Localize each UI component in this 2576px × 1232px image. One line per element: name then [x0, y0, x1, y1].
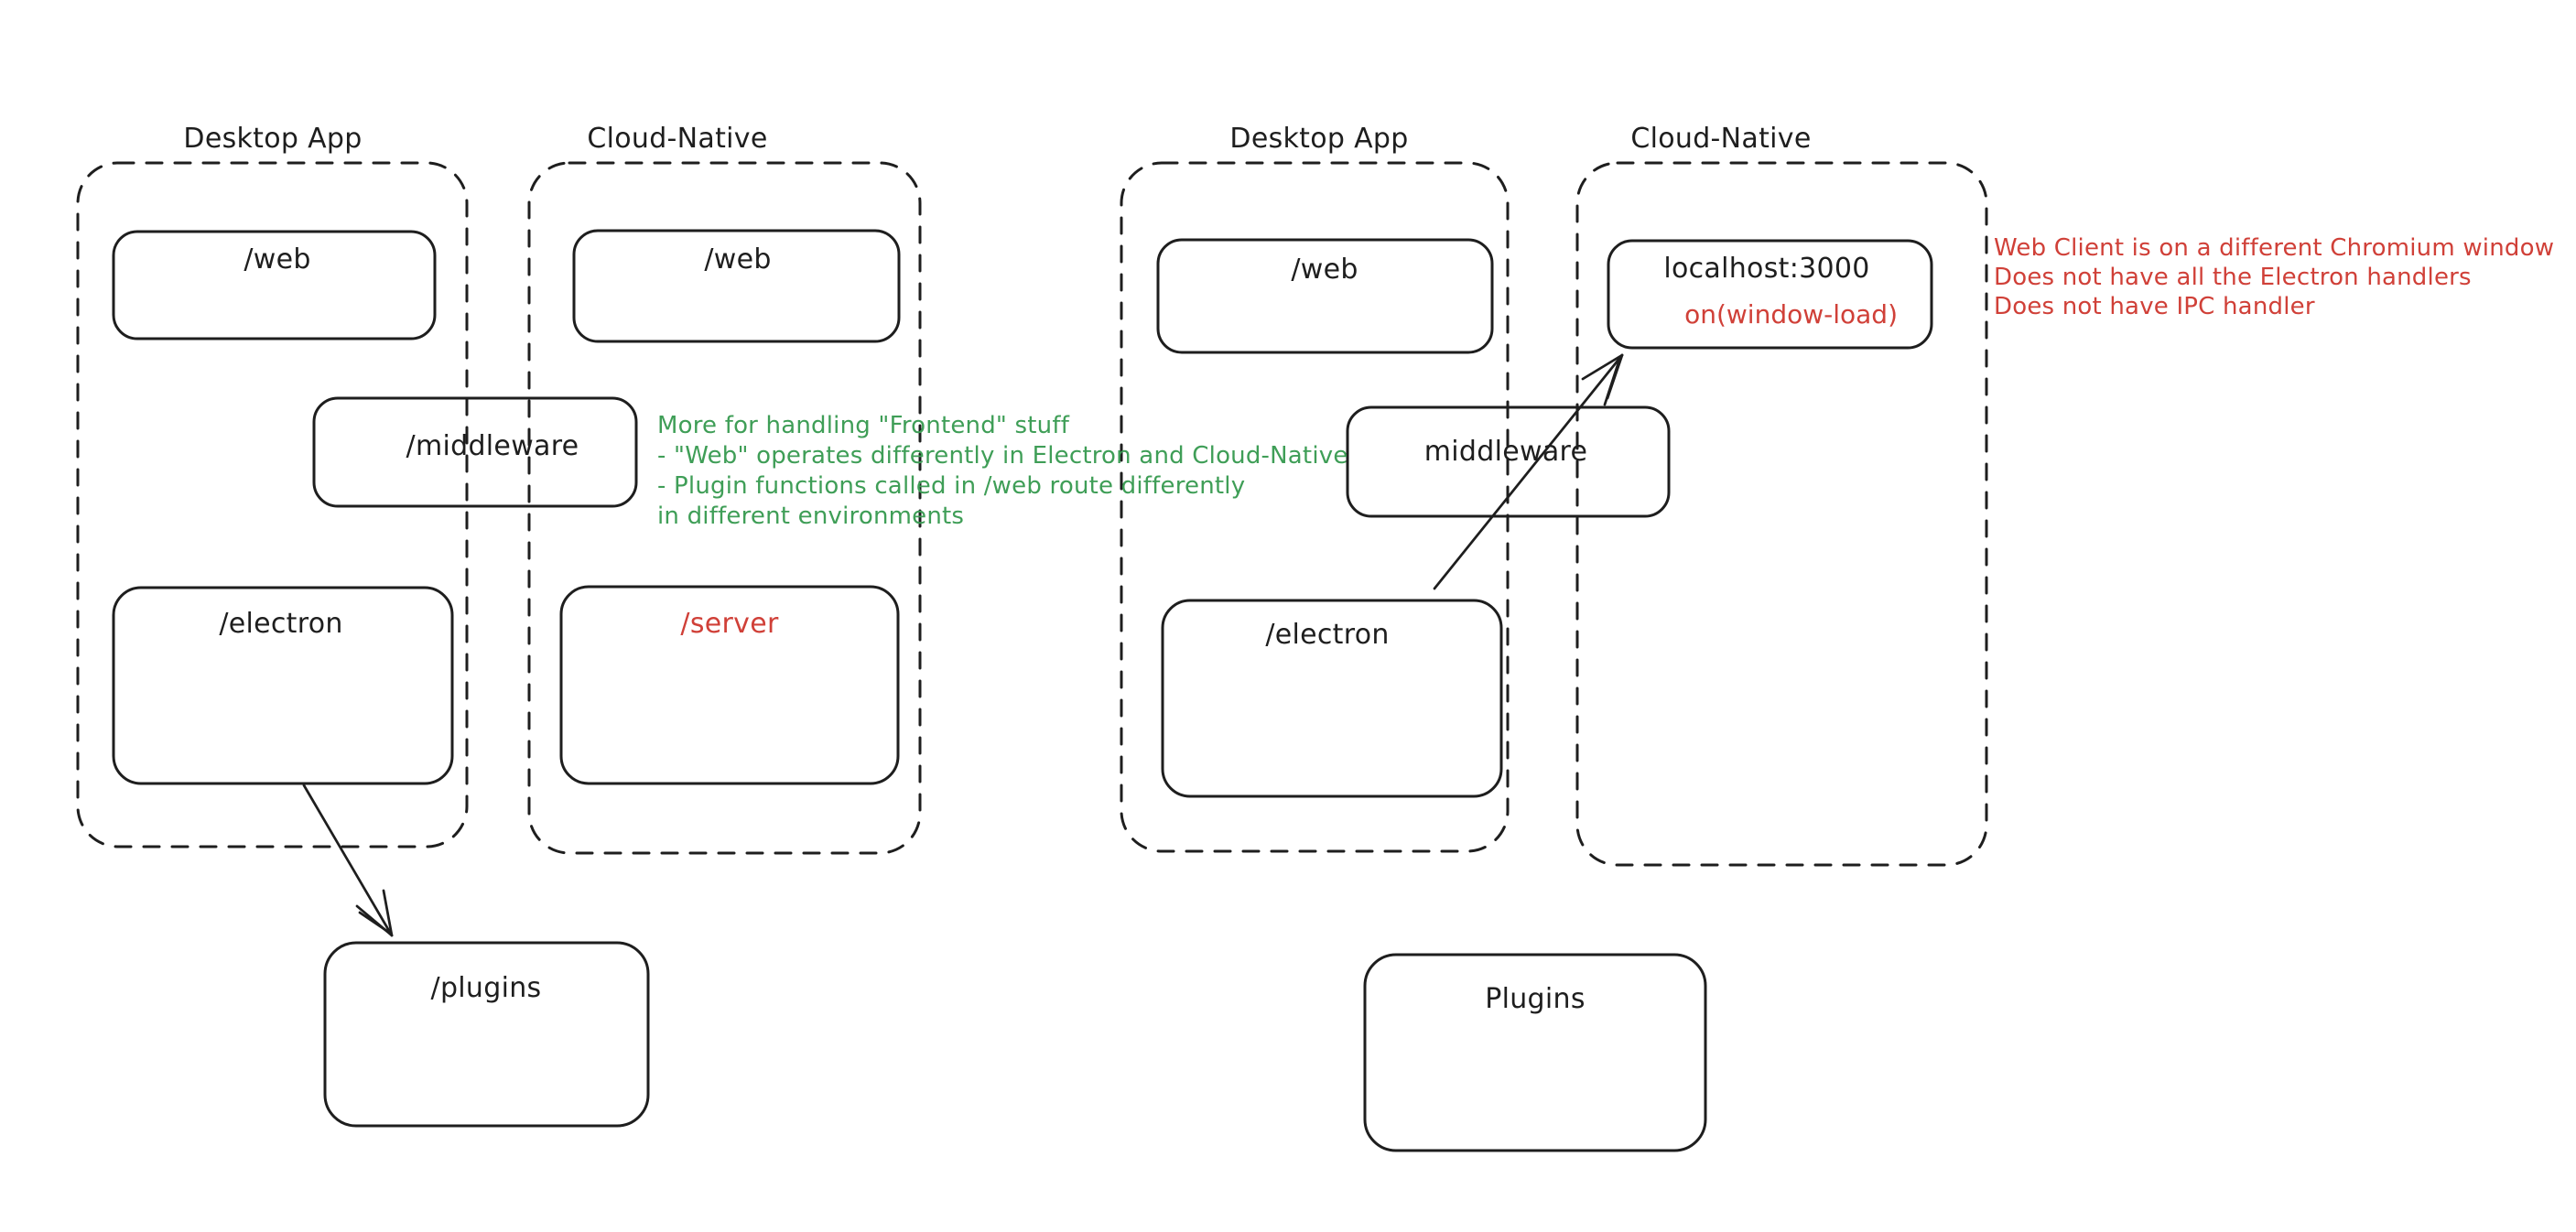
left-web-desktop-label: /web	[244, 243, 311, 276]
right-plugins-label: Plugins	[1485, 983, 1586, 1015]
left-web-desktop-box	[112, 230, 437, 340]
left-plugins-label: /plugins	[430, 972, 542, 1004]
left-server-label: /server	[680, 608, 779, 640]
left-plugins-box	[323, 941, 650, 1128]
left-electron-box	[112, 586, 454, 785]
left-electron-label: /electron	[219, 608, 343, 640]
right-desktop-app-container	[1120, 161, 1510, 853]
left-middleware-box	[312, 396, 638, 508]
green-annotation: More for handling "Frontend" stuff - "We…	[657, 411, 1348, 532]
right-localhost-label: localhost:3000	[1663, 253, 1870, 285]
right-desktop-app-title: Desktop App	[1229, 123, 1409, 155]
left-server-box	[559, 585, 900, 785]
left-desktop-app-container	[76, 161, 469, 848]
left-cloud-native-container	[527, 161, 922, 855]
left-web-cloud-label: /web	[704, 243, 772, 276]
right-plugins-box	[1363, 953, 1707, 1152]
left-web-cloud-box	[572, 229, 901, 343]
right-web-label: /web	[1291, 254, 1358, 286]
arrow-electron-to-localhost-right	[1433, 353, 1624, 590]
right-cloud-native-title: Cloud-Native	[1630, 123, 1812, 155]
arrow-electron-to-plugins-left	[302, 784, 394, 937]
red-annotation: Web Client is on a different Chromium wi…	[1994, 233, 2554, 321]
red-annotation-line: Does not have all the Electron handlers	[1994, 264, 2472, 291]
right-localhost-box	[1607, 239, 1933, 350]
right-middleware-label: middleware	[1423, 436, 1588, 468]
right-electron-label: /electron	[1265, 619, 1390, 651]
right-localhost-on-window-load-label: on(window-load)	[1684, 299, 1898, 330]
green-annotation-line: More for handling "Frontend" stuff	[657, 412, 1070, 439]
left-cloud-native-title: Cloud-Native	[587, 123, 768, 155]
left-middleware-label: /middleware	[406, 430, 579, 462]
green-annotation-line: - Plugin functions called in /web route …	[657, 472, 1246, 500]
green-annotation-line: - "Web" operates differently in Electron…	[657, 442, 1348, 470]
red-annotation-line: Web Client is on a different Chromium wi…	[1994, 234, 2555, 262]
red-annotation-line: Does not have IPC handler	[1994, 293, 2315, 320]
right-web-box	[1156, 238, 1494, 354]
right-electron-box	[1161, 599, 1503, 798]
left-desktop-app-title: Desktop App	[183, 123, 363, 155]
green-annotation-line: in different environments	[657, 503, 965, 530]
right-middleware-box	[1346, 405, 1671, 518]
